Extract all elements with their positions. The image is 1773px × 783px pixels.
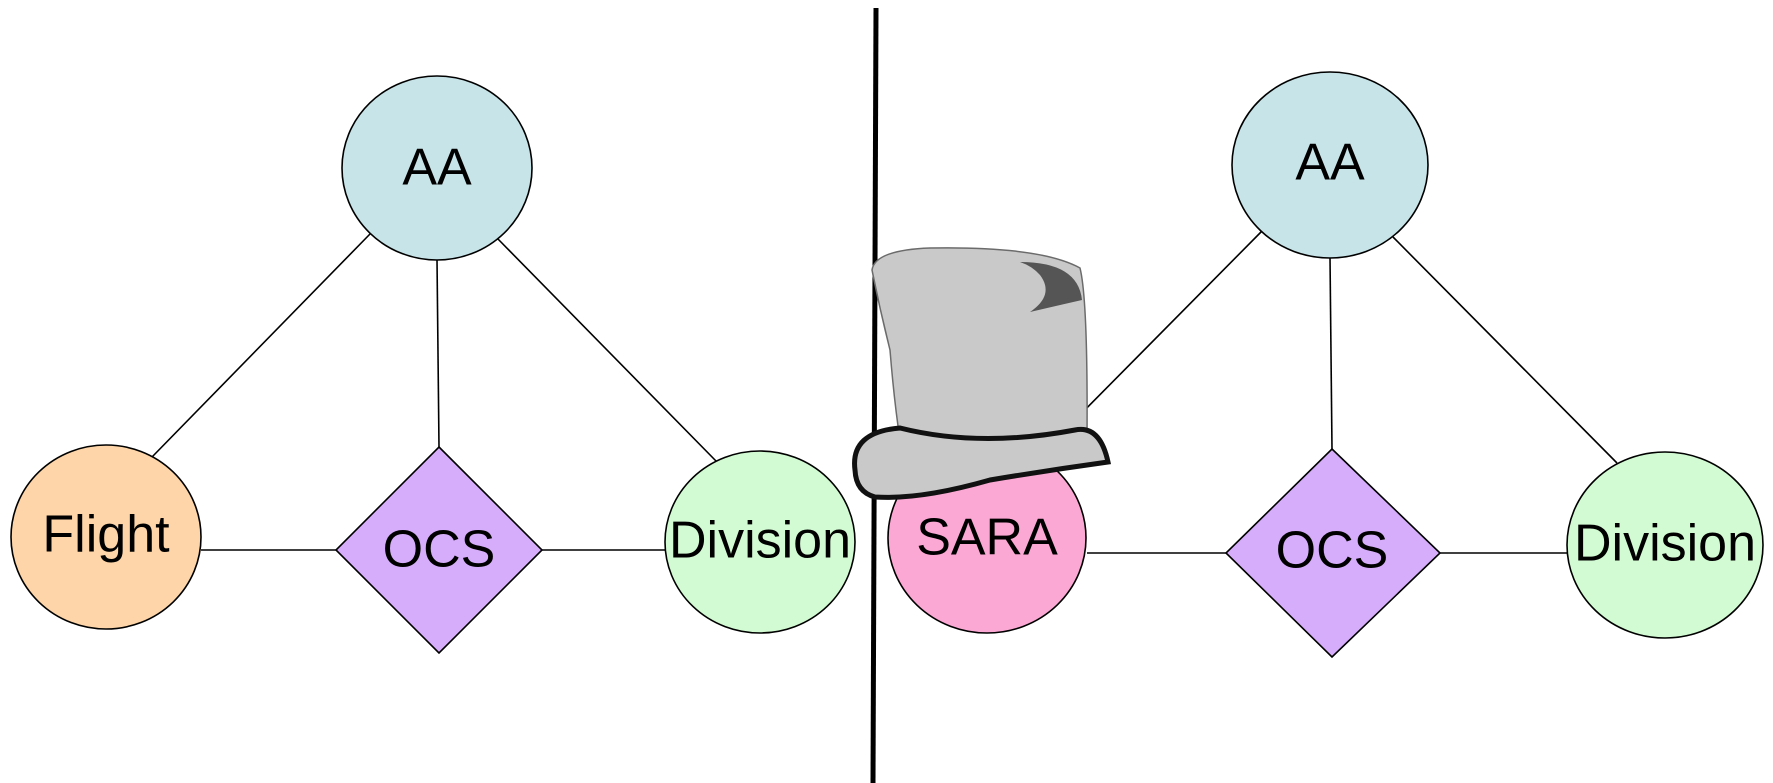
right-node-ocs: OCS — [1224, 447, 1442, 659]
right-node-aa: AA — [1231, 71, 1429, 259]
edge-left-aa-division — [496, 237, 717, 462]
right-division-ellipse — [1566, 451, 1764, 639]
left-node-aa: AA — [341, 75, 533, 261]
top-hat-brim — [852, 425, 1112, 500]
right-aa-ellipse — [1231, 71, 1429, 259]
right-division-label: Division — [1574, 515, 1756, 573]
center-divider-line — [870, 7, 879, 783]
edge-right-aa-ocs — [1329, 256, 1333, 450]
right-node-division: Division — [1566, 451, 1764, 639]
right-sara-label: SARA — [916, 509, 1058, 567]
left-node-ocs: OCS — [334, 445, 544, 655]
edge-right-aa-division — [1392, 236, 1618, 464]
edge-right-aa-sara — [1062, 230, 1263, 433]
left-flight-ellipse — [10, 444, 202, 630]
edge-left-aa-ocs — [436, 258, 440, 448]
right-edges — [1062, 230, 1618, 554]
edge-left-aa-flight — [151, 233, 371, 458]
left-aa-ellipse — [341, 75, 533, 261]
right-ocs-diamond — [1224, 447, 1442, 659]
left-node-flight: Flight — [10, 444, 202, 630]
left-edges — [151, 233, 717, 551]
left-node-division: Division — [664, 450, 856, 634]
left-division-ellipse — [664, 450, 856, 634]
left-flight-label: Flight — [42, 506, 170, 564]
right-ocs-label: OCS — [1276, 522, 1389, 580]
left-division-label: Division — [669, 512, 851, 570]
top-hat-shadow — [1020, 262, 1082, 312]
left-ocs-label: OCS — [383, 521, 496, 579]
right-aa-label: AA — [1295, 134, 1365, 192]
left-ocs-diamond — [334, 445, 544, 655]
top-hat-icon — [852, 247, 1112, 500]
left-aa-label: AA — [402, 139, 472, 197]
